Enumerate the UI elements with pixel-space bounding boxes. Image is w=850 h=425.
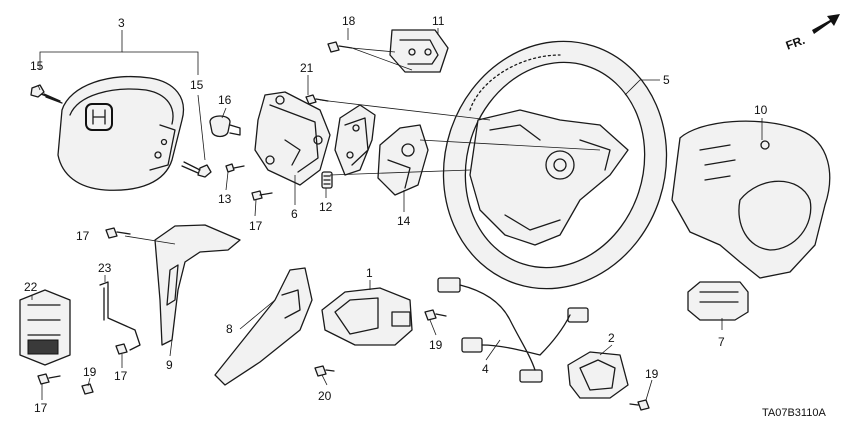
leader-lines — [31, 28, 763, 401]
bracket-11 — [389, 29, 449, 73]
fr-label: FR. — [784, 33, 807, 53]
callout-17-lower-center: 17 — [114, 369, 128, 383]
switch-1 — [321, 287, 413, 346]
airbag-module — [57, 75, 184, 191]
switch-2 — [567, 351, 629, 399]
wire-harness-4 — [437, 277, 589, 383]
callout-8: 8 — [226, 322, 233, 336]
callout-5: 5 — [663, 73, 670, 87]
callout-20: 20 — [318, 389, 332, 403]
screw-19-right — [629, 399, 650, 411]
callout-16: 16 — [218, 93, 232, 107]
callout-4: 4 — [482, 362, 489, 376]
screw-19-center — [424, 309, 447, 321]
callout-19-center: 19 — [429, 338, 443, 352]
callout-17-center: 17 — [249, 219, 263, 233]
screw-20 — [314, 365, 335, 377]
screw-17-center — [251, 190, 273, 201]
callout-9: 9 — [166, 358, 173, 372]
bracket-6 — [254, 91, 331, 186]
bolt-15-left — [30, 84, 63, 104]
callout-3: 3 — [118, 16, 125, 30]
callout-17-left: 17 — [76, 229, 90, 243]
switch-bracket-middle — [334, 104, 376, 176]
honda-logo-icon — [85, 103, 113, 131]
screw-18 — [327, 41, 353, 53]
connector-12 — [321, 171, 333, 189]
callout-19-lower-left: 19 — [83, 365, 97, 379]
callout-6: 6 — [291, 207, 298, 221]
callout-7: 7 — [718, 335, 725, 349]
bracket-14 — [377, 124, 429, 196]
callout-11: 11 — [432, 14, 445, 28]
module-22 — [19, 289, 71, 366]
bolt-15-right — [181, 161, 212, 178]
lower-trim-9 — [154, 224, 241, 346]
trim-panel-8 — [214, 267, 313, 386]
callout-17-lower-left: 17 — [34, 401, 48, 415]
column-cover-10 — [671, 120, 831, 279]
callout-19-right: 19 — [645, 367, 659, 381]
callout-1: 1 — [366, 266, 373, 280]
callout-18: 18 — [342, 14, 356, 28]
callout-23: 23 — [98, 261, 112, 275]
callout-15-left: 15 — [30, 59, 44, 73]
callout-14: 14 — [397, 214, 411, 228]
callout-22: 22 — [24, 280, 38, 294]
bracket-23 — [99, 281, 141, 351]
front-direction-indicator: FR. — [784, 14, 840, 53]
steering-wheel — [442, 40, 668, 290]
diagram-code: TA07B3110A — [762, 407, 826, 419]
screw-19-lower-left — [81, 383, 94, 395]
screw-17-lower-left — [37, 373, 61, 385]
callout-10: 10 — [754, 103, 768, 117]
callout-15-right: 15 — [190, 78, 204, 92]
callout-12: 12 — [319, 200, 333, 214]
callout-21: 21 — [300, 61, 314, 75]
callout-2: 2 — [608, 331, 615, 345]
callout-labels: 3 15 15 16 13 6 17 12 14 18 11 21 5 10 7… — [24, 14, 768, 415]
front-arrow-icon — [812, 14, 840, 34]
inflator-cap-16 — [209, 115, 241, 138]
cover-clip-7 — [687, 281, 749, 321]
screw-17-left — [105, 227, 131, 239]
screw-21 — [305, 94, 329, 105]
screw-17-lower-center — [115, 343, 128, 355]
callout-13: 13 — [218, 192, 232, 206]
screw-13 — [225, 163, 245, 173]
